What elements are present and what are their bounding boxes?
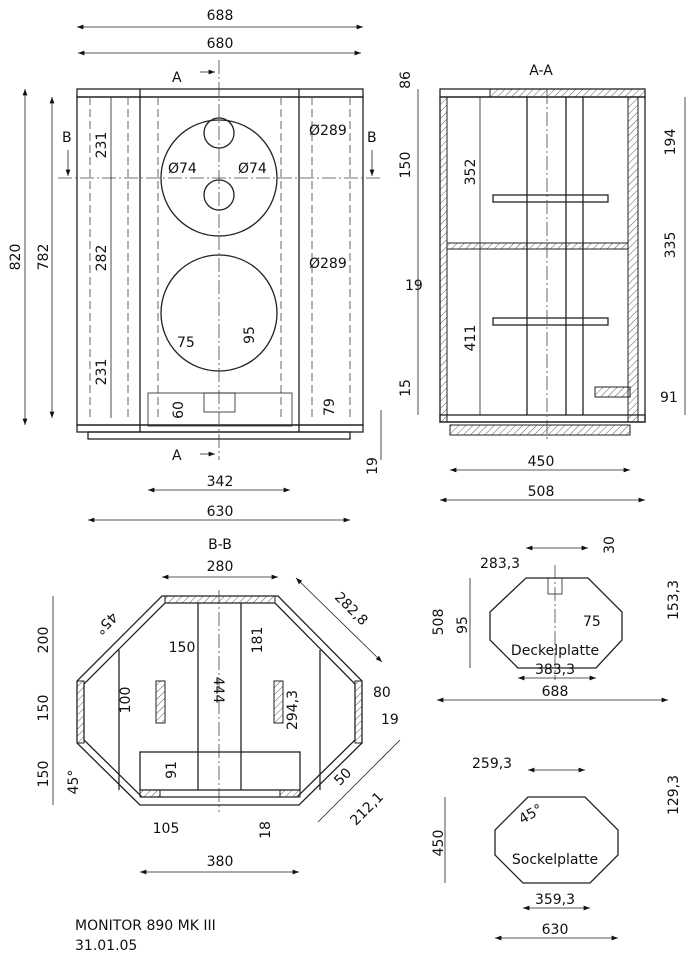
dim-181: 181 [250,627,266,654]
dim-335: 335 [663,232,679,259]
dim-282-8: 282,8 [331,589,371,629]
dim-383-3: 383,3 [535,662,575,678]
dim-15: 15 [398,379,414,397]
section-marker-a: A [172,70,182,86]
part-label: Sockelplatte [512,852,598,868]
section-marker-b: B [62,130,72,146]
dim-75: 75 [583,614,601,630]
dim-91: 91 [660,390,678,406]
dim-342: 342 [207,474,234,490]
dim-231: 231 [94,359,110,386]
dim-259-3: 259,3 [472,756,512,772]
dim-352: 352 [463,159,479,186]
dim-282: 282 [94,245,110,272]
dim-450: 450 [431,830,447,857]
dim-d74: Ø74 [168,161,197,177]
drawing-date: 31.01.05 [75,938,137,954]
dim-630: 630 [542,922,569,938]
dim-50: 50 [331,765,355,789]
dim-79: 79 [322,398,338,416]
front-view: 688 680 820 782 231 282 231 Ø289 Ø289 Ø7… [8,8,382,523]
dim-86: 86 [398,71,414,89]
dim-508: 508 [431,609,447,636]
dim-105: 105 [153,821,180,837]
dim-380: 380 [207,854,234,870]
dim-95: 95 [455,616,471,634]
dim-91: 91 [164,761,180,779]
dim-450: 450 [528,454,555,470]
dim-359-3: 359,3 [535,892,575,908]
dim-688: 688 [542,684,569,700]
sockelplatte-view: Sockelplatte 259,3 129,3 45° 450 359,3 6… [431,756,682,941]
dim-820: 820 [8,244,24,271]
angle-45: 45° [91,608,120,637]
dim-95: 95 [242,326,258,344]
dim-444: 444 [210,677,226,704]
dim-30: 30 [602,536,618,554]
section-a-a: A-A 86 150 19 15 352 411 194 335 91 450 … [398,63,686,503]
dim-60: 60 [171,401,187,419]
dim-212-1: 212,1 [347,789,387,829]
dim-150: 150 [398,152,414,179]
dim-150: 150 [169,640,196,656]
section-title: B-B [208,537,232,553]
part-label: Deckelplatte [511,643,599,659]
dim-150: 150 [36,761,52,788]
dim-411: 411 [463,325,479,352]
section-marker-a: A [172,448,182,464]
dim-100: 100 [118,687,134,714]
dim-194: 194 [663,129,679,156]
dim-150: 150 [36,695,52,722]
dim-19: 19 [365,457,381,475]
dim-280: 280 [207,559,234,575]
dim-688: 688 [207,8,234,24]
dim-283-3: 283,3 [480,556,520,572]
section-title: A-A [529,63,553,79]
dim-200: 200 [36,627,52,654]
dim-294-3: 294,3 [285,690,301,730]
section-b-b: B-B 280 282,8 200 150 150 45° 45° 150 10… [36,537,401,875]
dim-508: 508 [528,484,555,500]
dim-129-3: 129,3 [666,775,682,815]
deckelplatte-view: Deckelplatte 283,3 30 153,3 508 95 75 38… [431,536,682,703]
dim-19: 19 [381,712,399,728]
dim-680: 680 [207,36,234,52]
dim-153-3: 153,3 [666,580,682,620]
angle-45: 45° [516,801,546,827]
angle-45: 45° [66,770,82,795]
section-marker-b: B [367,130,377,146]
drawing-title: MONITOR 890 MK III [75,918,216,934]
dim-75: 75 [177,335,195,351]
dim-d74: Ø74 [238,161,267,177]
dim-782: 782 [36,244,52,271]
dim-d289: Ø289 [309,123,347,139]
dim-18: 18 [258,821,274,839]
dim-80: 80 [373,685,391,701]
dim-d289: Ø289 [309,256,347,272]
dim-231: 231 [94,132,110,159]
dim-630: 630 [207,504,234,520]
dim-19: 19 [405,278,423,294]
